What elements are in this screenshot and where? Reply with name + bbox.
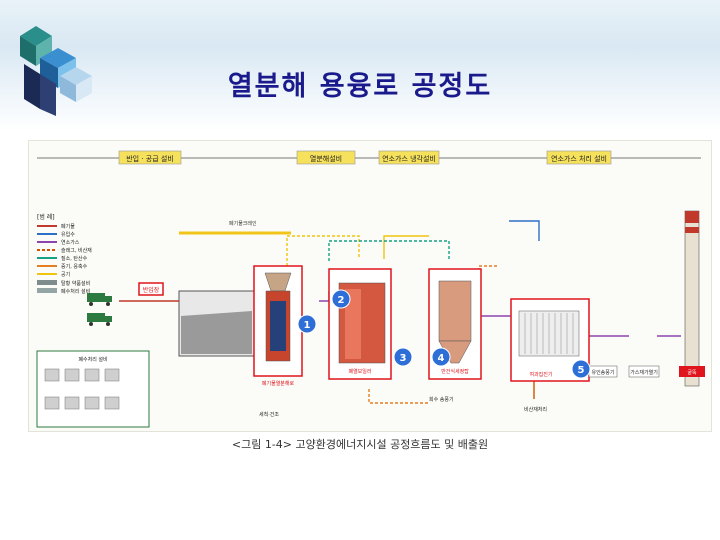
legend-item: 폐기물: [37, 223, 75, 230]
pump-label: 회수 송풍기: [429, 396, 454, 403]
stage-header-3: 연소가스 냉각설비: [378, 150, 440, 165]
legend-title: [범 례]: [37, 213, 55, 221]
svg-text:연소가스: 연소가스: [61, 239, 80, 246]
legend-item: 증기, 응축수: [37, 263, 88, 270]
svg-text:폐수처리 설비: 폐수처리 설비: [78, 356, 107, 363]
dryer-label: 세척·건조: [259, 411, 279, 418]
stack-chimney: 굴뚝: [679, 210, 705, 387]
intake-label: 반입장: [138, 282, 164, 296]
stage-label: 열분해설비: [310, 154, 342, 163]
step-marker-3: 3: [393, 347, 413, 367]
svg-text:폐수처리 설비: 폐수처리 설비: [61, 288, 90, 295]
step-marker-2: 2: [331, 289, 351, 309]
stage-label: 연소가스 처리 설비: [551, 154, 607, 163]
svg-text:유인송풍기: 유인송풍기: [591, 369, 614, 376]
legend-item: 슬래그, 비산재: [37, 247, 92, 254]
stage-header-1: 반입 · 공급 설비: [118, 150, 182, 165]
svg-text:공기: 공기: [61, 271, 70, 278]
svg-text:반입장: 반입장: [143, 286, 160, 294]
stage-label: 반입 · 공급 설비: [126, 154, 174, 163]
legend-item: 공기: [37, 271, 70, 278]
svg-text:슬래그, 비산재: 슬래그, 비산재: [61, 247, 92, 254]
furnace-unit: 폐기물열분해로: [253, 265, 303, 387]
waste-bunker: [178, 290, 255, 357]
legend-item: 유입수: [37, 231, 75, 238]
svg-text:2: 2: [338, 295, 345, 306]
stage-label: 연소가스 냉각설비: [382, 154, 436, 163]
svg-text:5: 5: [578, 365, 585, 376]
svg-text:증기, 응축수: 증기, 응축수: [61, 263, 88, 270]
crane-label: 폐기물크레인: [229, 220, 257, 227]
step-marker-1: 1: [297, 314, 317, 334]
page-title: 열분해 용융로 공정도: [227, 71, 493, 102]
boiler-label: 폐열보일러: [348, 368, 371, 375]
legend-item: 탈황 약품설비: [37, 280, 90, 287]
svg-text:폐기물: 폐기물: [61, 223, 75, 230]
stage-header-4: 연소가스 처리 설비: [546, 150, 612, 165]
process-flow-diagram: 반입 · 공급 설비 열분해설비 연소가스 냉각설비 연소가스 처리 설비 [범…: [28, 140, 712, 432]
truck-icon: [87, 293, 112, 306]
svg-text:3: 3: [400, 353, 407, 364]
svg-text:가스재가열기: 가스재가열기: [630, 369, 658, 376]
filter-label: 여과집진기: [529, 371, 552, 378]
legend: [범 례] 폐기물 유입수 연소가스 슬래그, 비산재 질소, 탄산수 증기, …: [37, 213, 92, 295]
svg-text:질소, 탄산수: 질소, 탄산수: [61, 255, 88, 262]
stage-header-2: 열분해설비: [296, 150, 356, 165]
legend-item: 연소가스: [37, 239, 80, 246]
step-marker-5: 5: [571, 359, 591, 379]
fly-ash-label: 비산재처리: [524, 406, 547, 413]
legend-item: 질소, 탄산수: [37, 255, 88, 262]
boiler-unit: 폐열보일러: [328, 268, 392, 380]
reactor-label: 반건식세정탑: [441, 368, 469, 375]
stack-label: 굴뚝: [687, 370, 697, 376]
legend-item: 폐수처리 설비: [37, 288, 90, 295]
induced-fan: 유인송풍기: [588, 365, 618, 378]
svg-text:유입수: 유입수: [61, 231, 75, 238]
svg-text:4: 4: [438, 353, 445, 364]
truck-icon: [87, 313, 112, 326]
figure-caption: <그림 1-4> 고양환경에너지시설 공정흐름도 및 배출원: [231, 438, 489, 451]
furnace-label: 폐기물열분해로: [262, 380, 295, 387]
step-marker-4: 4: [431, 347, 451, 367]
preheater: 가스재가열기: [628, 365, 660, 378]
diagram-canvas: 반입 · 공급 설비 열분해설비 연소가스 냉각설비 연소가스 처리 설비 [범…: [36, 150, 705, 428]
header-banner: [0, 0, 720, 132]
svg-text:1: 1: [304, 320, 311, 331]
company-logo-icon: [20, 26, 92, 116]
equipment-box: 폐수처리 설비: [36, 350, 150, 428]
svg-text:탈황 약품설비: 탈황 약품설비: [61, 280, 90, 287]
